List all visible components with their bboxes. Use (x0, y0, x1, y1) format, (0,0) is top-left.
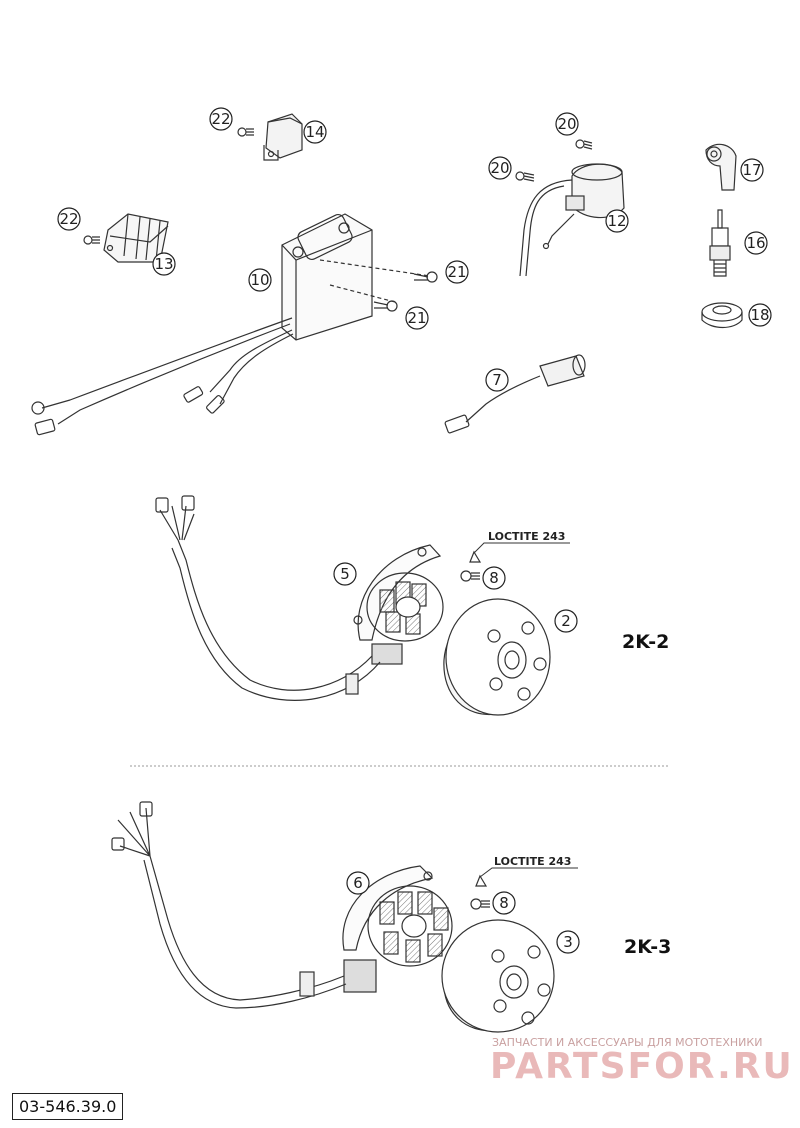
callout-6: 6 (353, 874, 363, 892)
callout-2: 2 (561, 612, 571, 630)
part-8-screw-2k3 (470, 874, 490, 910)
part-18-seal-washer (701, 302, 743, 329)
loctite-label-top: LOCTITE 243 (488, 530, 565, 543)
part-20-screw-coil-top (575, 139, 593, 150)
loctite-label-bottom: LOCTITE 243 (494, 855, 571, 868)
part-22-screw-left (83, 235, 100, 245)
document-number: 03-546.39.0 (12, 1093, 124, 1120)
callout-20-left: 20 (490, 159, 509, 177)
part-8-screw-2k2 (460, 550, 482, 582)
part-16-spark-plug (709, 209, 731, 277)
part-12-ignition-coil (519, 163, 625, 277)
part-10-cdi-unit (281, 213, 431, 341)
part-20-screw-coil-left (515, 171, 535, 182)
part-14-relay (263, 113, 303, 161)
callout-3: 3 (563, 933, 573, 951)
part-21-bolt-upper (413, 271, 438, 283)
callout-21-lower: 21 (407, 309, 426, 327)
part-3-flywheel-2k3 (441, 919, 555, 1033)
callout-8-top: 8 (489, 569, 499, 587)
part-5-stator-2k2 (353, 544, 444, 665)
callout-5: 5 (340, 565, 350, 583)
callout-20-top: 20 (557, 115, 576, 133)
callout-16: 16 (746, 234, 765, 252)
callout-22-left: 22 (59, 210, 78, 228)
callout-18: 18 (750, 306, 769, 324)
variant-label-2k3: 2K-3 (624, 936, 671, 958)
part-7-sensor-cable (444, 354, 586, 434)
part-17-spark-plug-cap (705, 143, 737, 191)
callout-21-upper: 21 (447, 263, 466, 281)
callout-22-top: 22 (211, 110, 230, 128)
part-6-stator-2k3 (342, 865, 453, 993)
part-22-screw-top (237, 127, 254, 137)
callout-10: 10 (250, 271, 269, 289)
callout-17: 17 (742, 161, 761, 179)
callout-13: 13 (154, 255, 173, 273)
callout-7: 7 (492, 371, 502, 389)
callout-12: 12 (607, 212, 626, 230)
callout-14: 14 (305, 123, 324, 141)
stator-2k3-cable (111, 801, 347, 1009)
loctite-annotations: LOCTITE 243 LOCTITE 243 (473, 530, 578, 878)
stator-2k2-cable (155, 495, 381, 701)
watermark: ЗАПЧАСТИ И АКСЕССУАРЫ ДЛЯ МОТОТЕХНИКИ PA… (490, 1036, 794, 1087)
part-2-flywheel-2k2 (443, 598, 551, 716)
part-21-bolt-lower (373, 300, 398, 312)
watermark-subtitle: ЗАПЧАСТИ И АКСЕССУАРЫ ДЛЯ МОТОТЕХНИКИ (492, 1036, 762, 1049)
cdi-wiring-harness (31, 317, 294, 436)
part-13-regulator (103, 213, 169, 263)
callouts: 22 14 22 13 10 21 21 20 20 12 17 16 18 7… (57, 107, 772, 954)
callout-8-bottom: 8 (499, 894, 509, 912)
variant-label-2k2: 2K-2 (622, 631, 669, 653)
watermark-brand: PARTSFOR.RU (490, 1046, 794, 1087)
